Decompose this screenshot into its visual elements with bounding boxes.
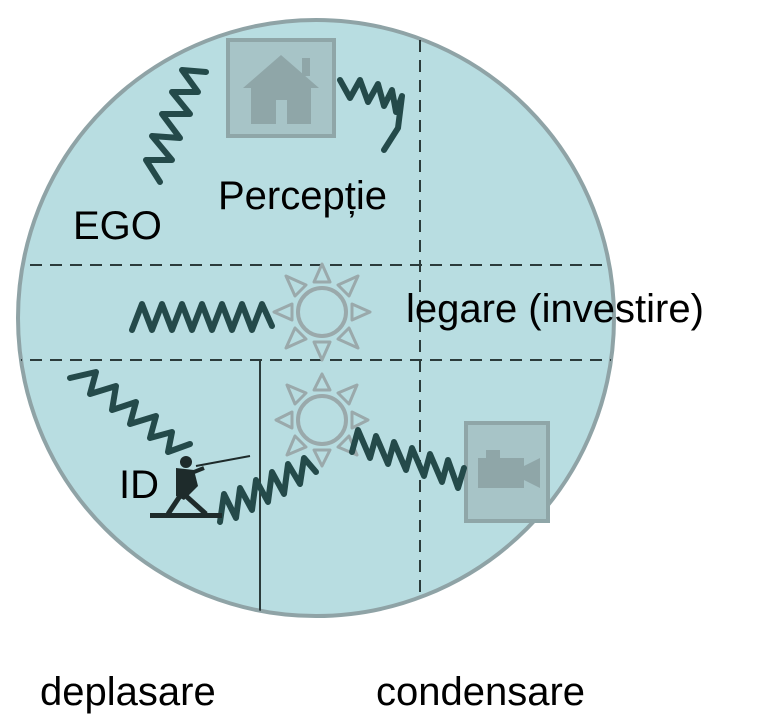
house-icon: [226, 38, 336, 138]
label-deplasare: deplasare: [40, 670, 216, 714]
label-perceptie: Percepție: [218, 174, 387, 218]
wave-ego: [143, 67, 209, 185]
wave-sun-camera: [349, 427, 467, 491]
sun-icon: [272, 262, 372, 362]
label-ego: EGO: [73, 204, 162, 248]
label-condensare: condensare: [376, 670, 586, 714]
sun-icon: [274, 372, 370, 468]
label-legare: legare (investire): [406, 287, 704, 331]
label-id: ID: [119, 463, 159, 507]
wave-legare: [129, 301, 275, 333]
fencer-icon: [150, 455, 251, 518]
wave-id-upper: [67, 369, 193, 455]
wave-id-sun: [217, 455, 319, 525]
video-camera-icon: [464, 421, 550, 523]
divider-lines: [18, 20, 614, 616]
wave-house-right: [337, 77, 405, 153]
